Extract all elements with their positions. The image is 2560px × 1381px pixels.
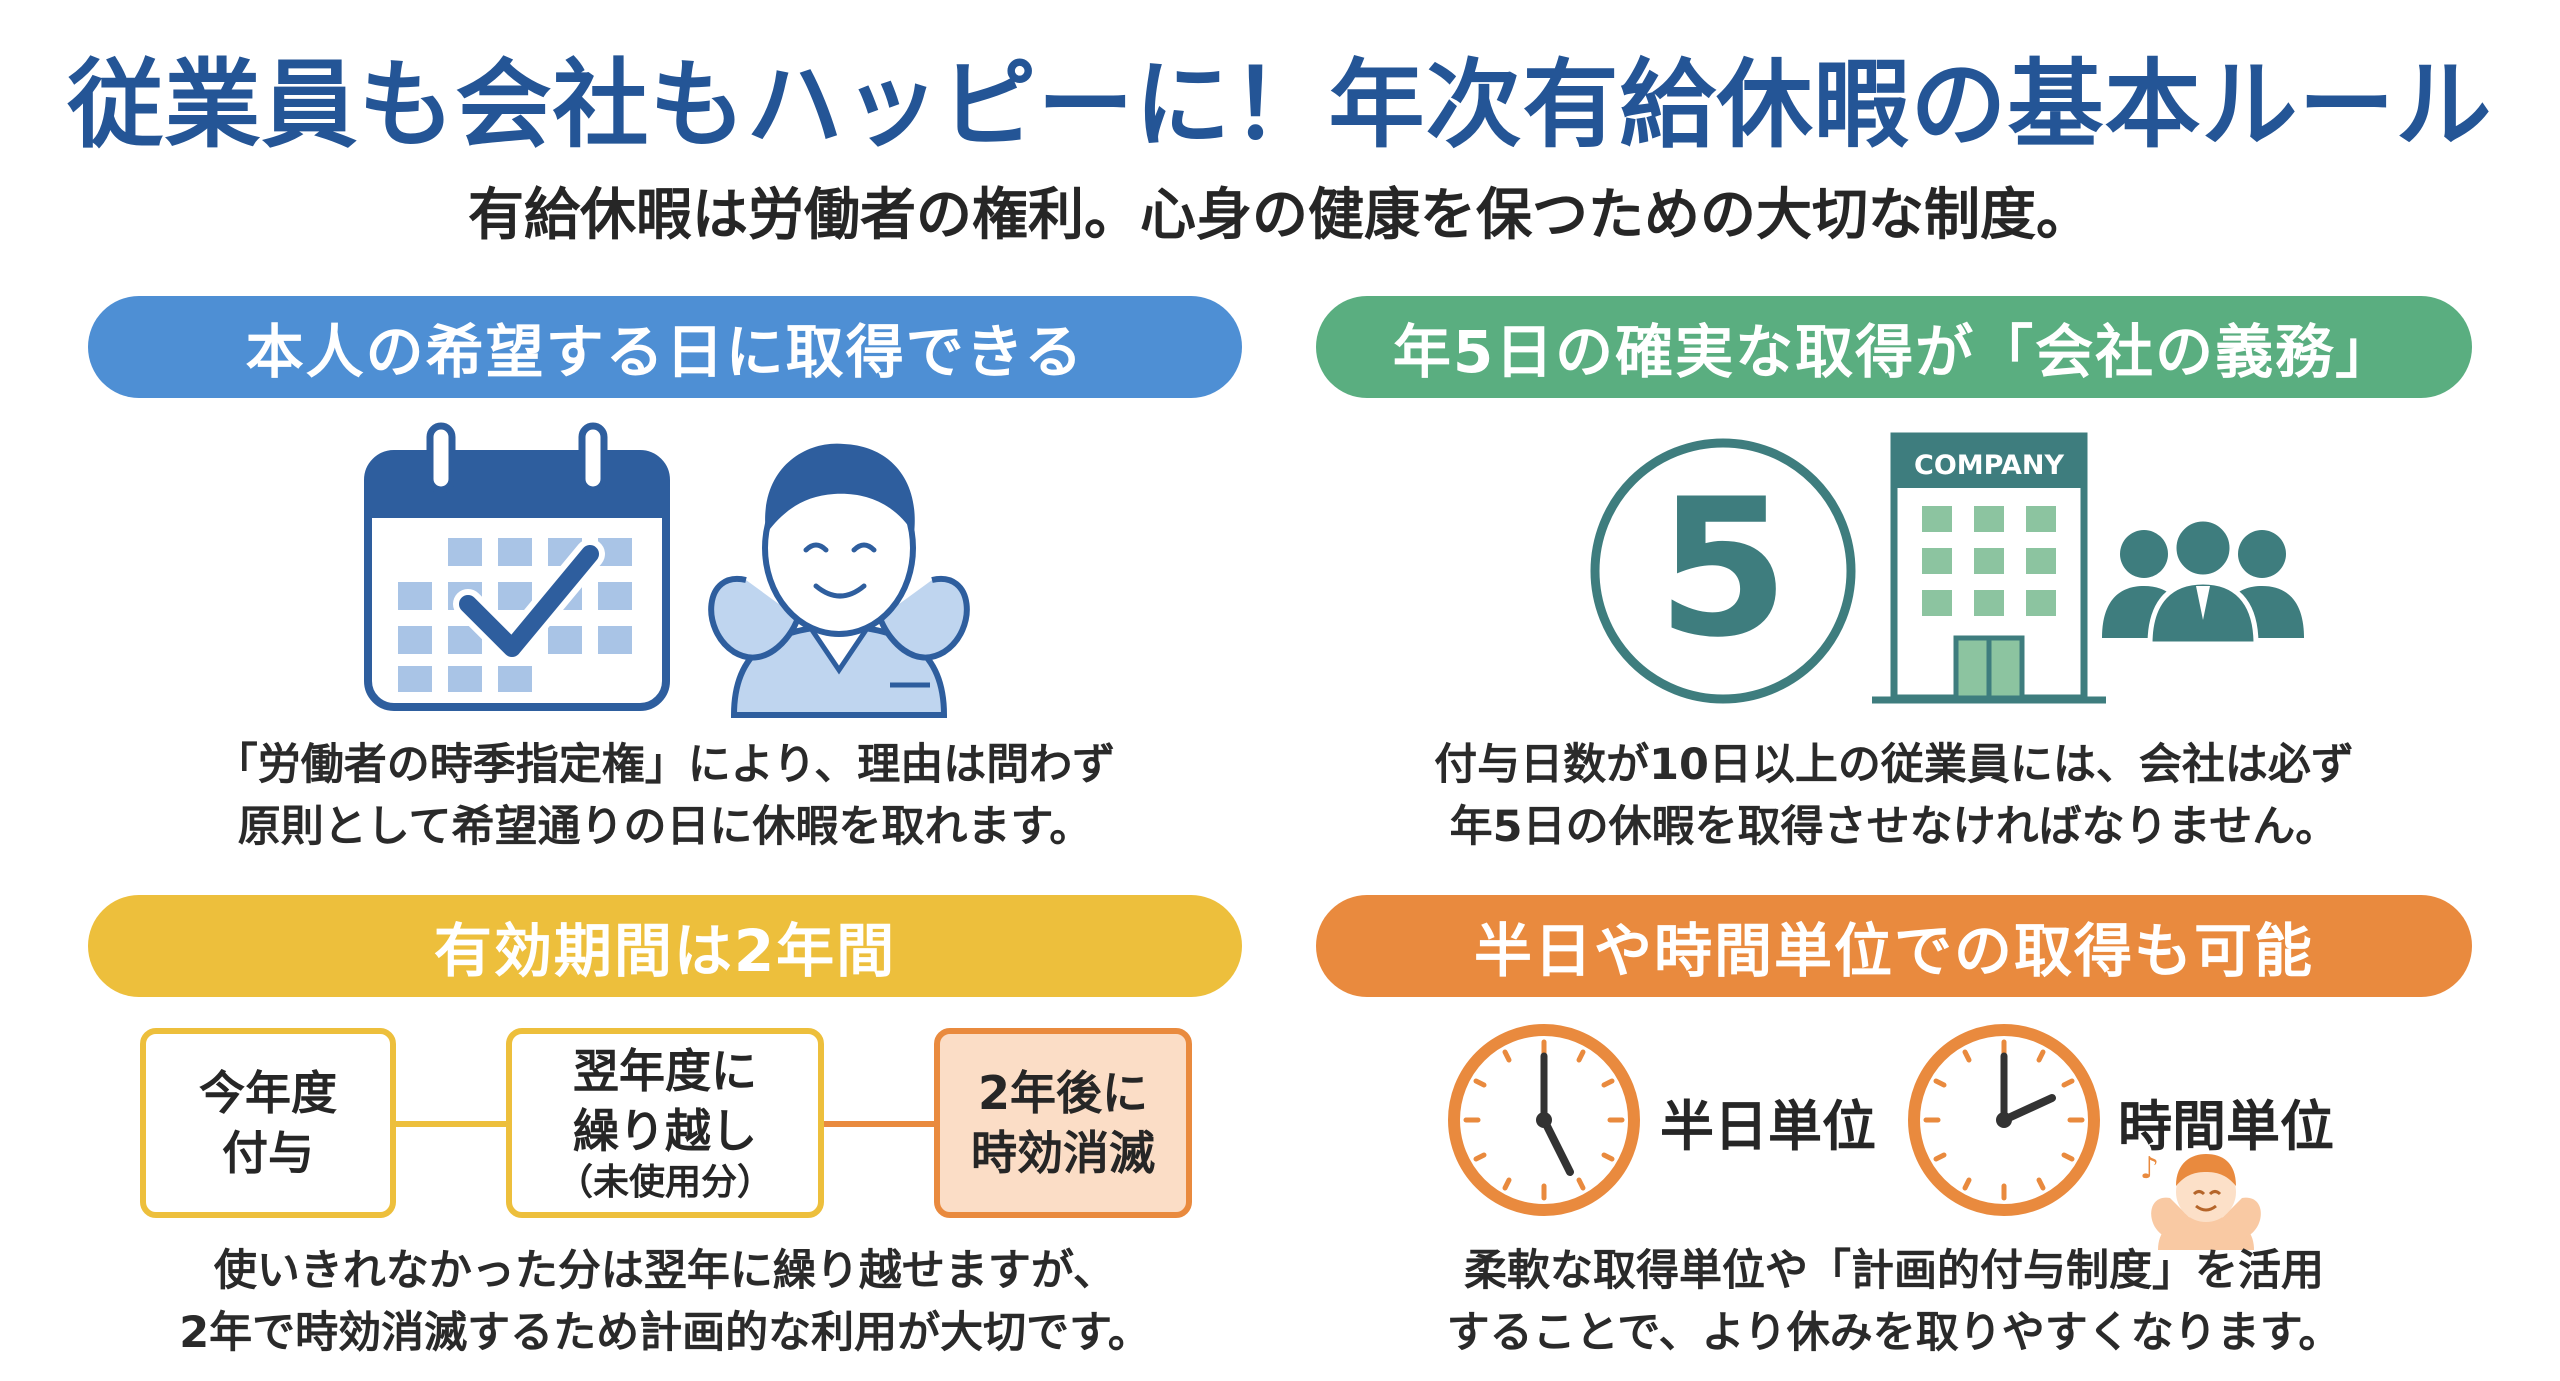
section-partial-heading: 半日や時間単位での取得も可能 (1316, 895, 2472, 997)
step-note: （未使用分） (556, 1162, 773, 1203)
step-line: 2年後に (977, 1066, 1148, 1120)
step-line: 時効消滅 (971, 1126, 1155, 1180)
validity-step-carryover: 翌年度に 繰り越し （未使用分） (506, 1028, 824, 1218)
description-line: 「労働者の時季指定権」により、理由は問わず (214, 740, 1116, 790)
step-line: 翌年度に (573, 1044, 757, 1098)
validity-step-grant: 今年度 付与 (140, 1028, 396, 1218)
music-note-icon: ♪ (2140, 1151, 2159, 1186)
section-validity-description: 使いきれなかった分は翌年に繰り越せますが、 2年で時効消滅するため計画的な利用が… (88, 1240, 1242, 1364)
section-duty-description: 付与日数が10日以上の従業員には、会社は必ず 年5日の休暇を取得させなければなり… (1316, 734, 2472, 858)
relaxed-person-icon (708, 443, 970, 718)
section-duty-heading: 年5日の確実な取得が「会社の義務」 (1316, 296, 2472, 398)
company-building-icon: COMPANY (1872, 432, 2106, 704)
description-line: 使いきれなかった分は翌年に繰り越せますが、 (213, 1246, 1117, 1296)
calendar-check-icon (364, 422, 670, 711)
employees-group-icon (2102, 516, 2304, 647)
relaxed-person-small-icon: ♪ (2140, 1151, 2261, 1250)
step-line: 付与 (222, 1126, 314, 1180)
five-days-badge-icon: 5 (1590, 438, 1856, 704)
section-wish-heading: 本人の希望する日に取得できる (88, 296, 1242, 398)
half-day-clock-icon (1448, 1024, 1640, 1216)
page-subtitle: 有給休暇は労働者の権利。心身の健康を保つための大切な制度。 (468, 183, 2092, 248)
description-line: 付与日数が10日以上の従業員には、会社は必ず (1434, 740, 2354, 790)
company-label: COMPANY (1914, 450, 2064, 481)
section-validity-heading: 有効期間は2年間 (88, 895, 1242, 997)
step-line: 繰り越し (573, 1104, 757, 1158)
flow-connector (396, 1121, 506, 1127)
description-line: 年5日の休暇を取得させなければなりません。 (1449, 802, 2339, 852)
description-line: 2年で時効消滅するため計画的な利用が大切です。 (179, 1308, 1151, 1358)
page-title: 従業員も会社もハッピーに！年次有給休暇の基本ルール (67, 49, 2493, 161)
flow-connector (824, 1121, 934, 1127)
description-line: することで、より休みを取りやすくなります。 (1446, 1308, 2342, 1358)
hourly-clock-icon (1908, 1024, 2100, 1216)
validity-step-expiry: 2年後に 時効消滅 (934, 1028, 1192, 1218)
half-day-unit-label: 半日単位 (1660, 1095, 1876, 1158)
section-partial-description: 柔軟な取得単位や「計画的付与制度」を活用 することで、より休みを取りやすくなりま… (1316, 1240, 2472, 1364)
hourly-unit-label: 時間単位 (2118, 1095, 2334, 1158)
section-wish-description: 「労働者の時季指定権」により、理由は問わず 原則として希望通りの日に休暇を取れま… (88, 734, 1242, 858)
five-days-number: 5 (1657, 458, 1789, 679)
description-line: 柔軟な取得単位や「計画的付与制度」を活用 (1464, 1246, 2324, 1296)
description-line: 原則として希望通りの日に休暇を取れます。 (237, 802, 1093, 852)
step-line: 今年度 (199, 1066, 337, 1120)
